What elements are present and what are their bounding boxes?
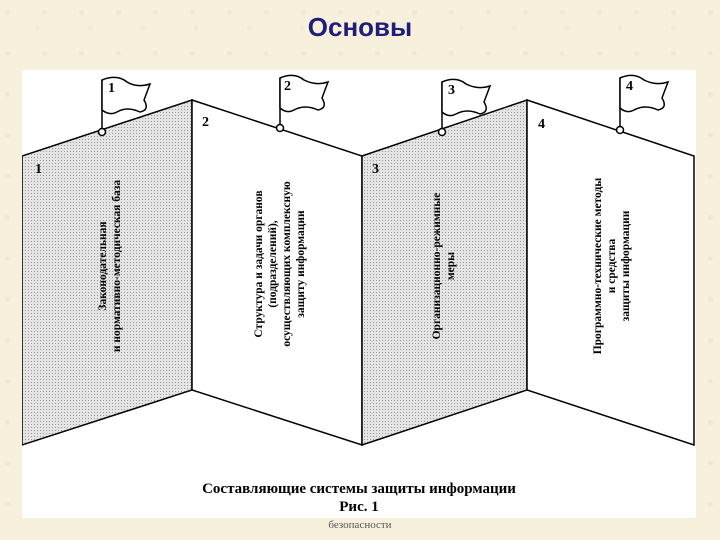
panel-number-4: 4	[538, 117, 545, 132]
flag-4-icon	[615, 74, 670, 135]
flag-1-icon	[97, 76, 152, 137]
flag-3-icon	[437, 78, 492, 137]
panel-label-1: Законодательная и нормативно-методическа…	[97, 179, 123, 353]
flag-number-4: 4	[626, 79, 633, 94]
flag-2-icon	[275, 74, 330, 133]
flag-number-3: 3	[448, 83, 455, 98]
panel-label-2: Структура и задачи органов (подразделени…	[253, 181, 307, 347]
panel-label-3: Организационно-режимные меры	[431, 192, 457, 340]
panel-number-1: 1	[35, 162, 42, 177]
flag-number-1: 1	[108, 81, 115, 96]
panel-number-2: 2	[202, 115, 209, 130]
panel-label-4: Программно-технические методы и средства…	[592, 177, 632, 355]
figure-label: Рис. 1	[339, 499, 379, 515]
footer-note: безопасности	[328, 519, 392, 531]
panel-4	[526, 98, 695, 447]
page-title: Основы	[307, 12, 413, 42]
info-protection-figure: 1 2 3 4 1 2 3 4 Законодательная и нормат…	[22, 70, 696, 518]
panel-number-3: 3	[372, 162, 379, 177]
figure-caption: Составляющие системы защиты информации	[202, 481, 516, 497]
folding-screen-drawing	[22, 74, 695, 447]
flag-number-2: 2	[284, 79, 291, 94]
